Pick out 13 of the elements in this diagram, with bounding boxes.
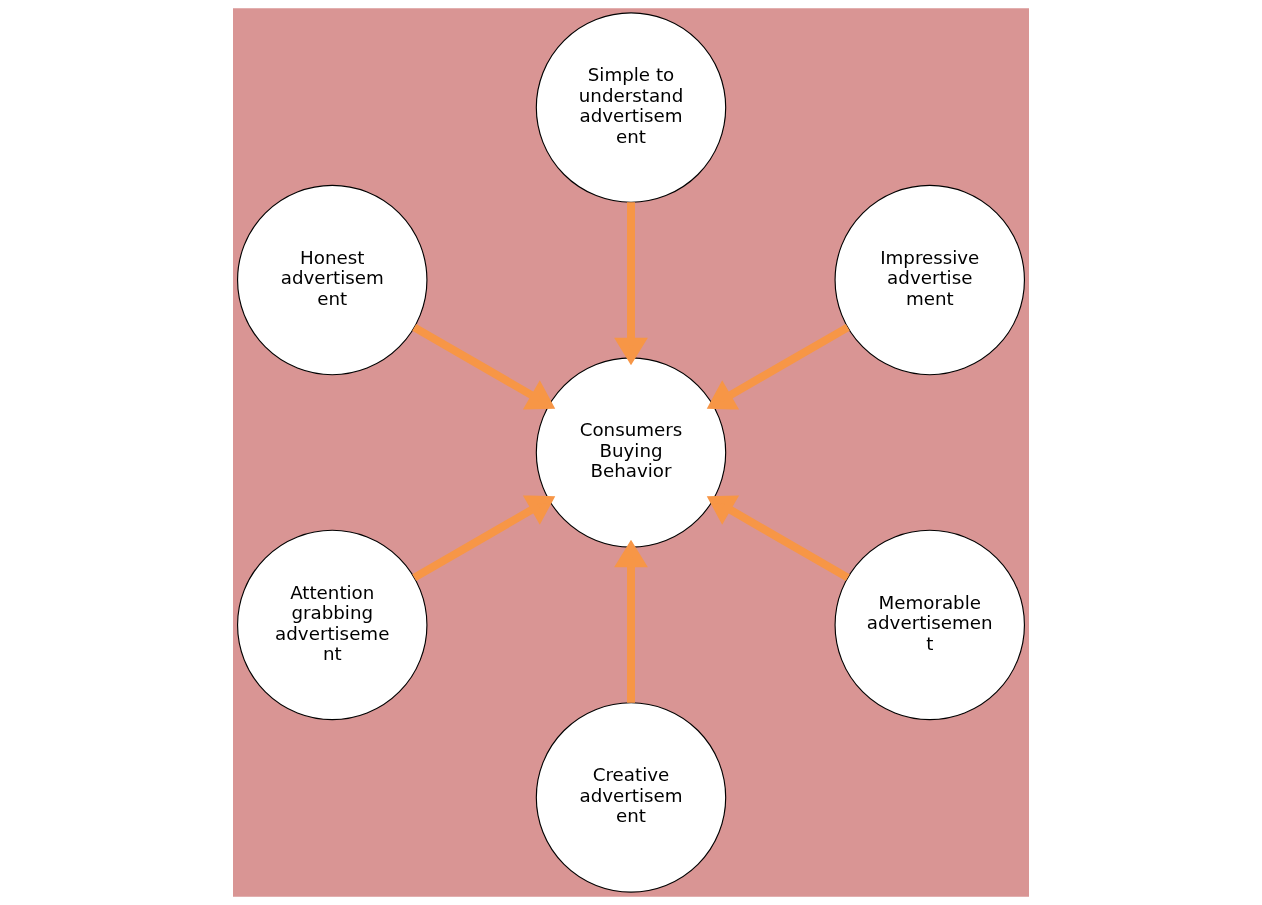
node-circle: Creative advertisem ent: [535, 702, 727, 893]
node-circle: Memorable advertisemen t: [834, 529, 1025, 721]
node-circle: Attention grabbing advertiseme nt: [237, 529, 428, 721]
node-circle: Consumers Buying Behavior: [535, 357, 727, 548]
node-circle: Impressive advertise ment: [834, 184, 1025, 376]
arrow: [412, 323, 556, 410]
arrow: [706, 495, 850, 582]
arrow: [706, 323, 850, 410]
arrow: [412, 495, 556, 582]
arrow: [614, 539, 648, 703]
node-circle: Simple to understand advertisem ent: [535, 12, 727, 203]
node-circle: Honest advertisem ent: [237, 184, 428, 376]
arrow: [614, 202, 648, 366]
